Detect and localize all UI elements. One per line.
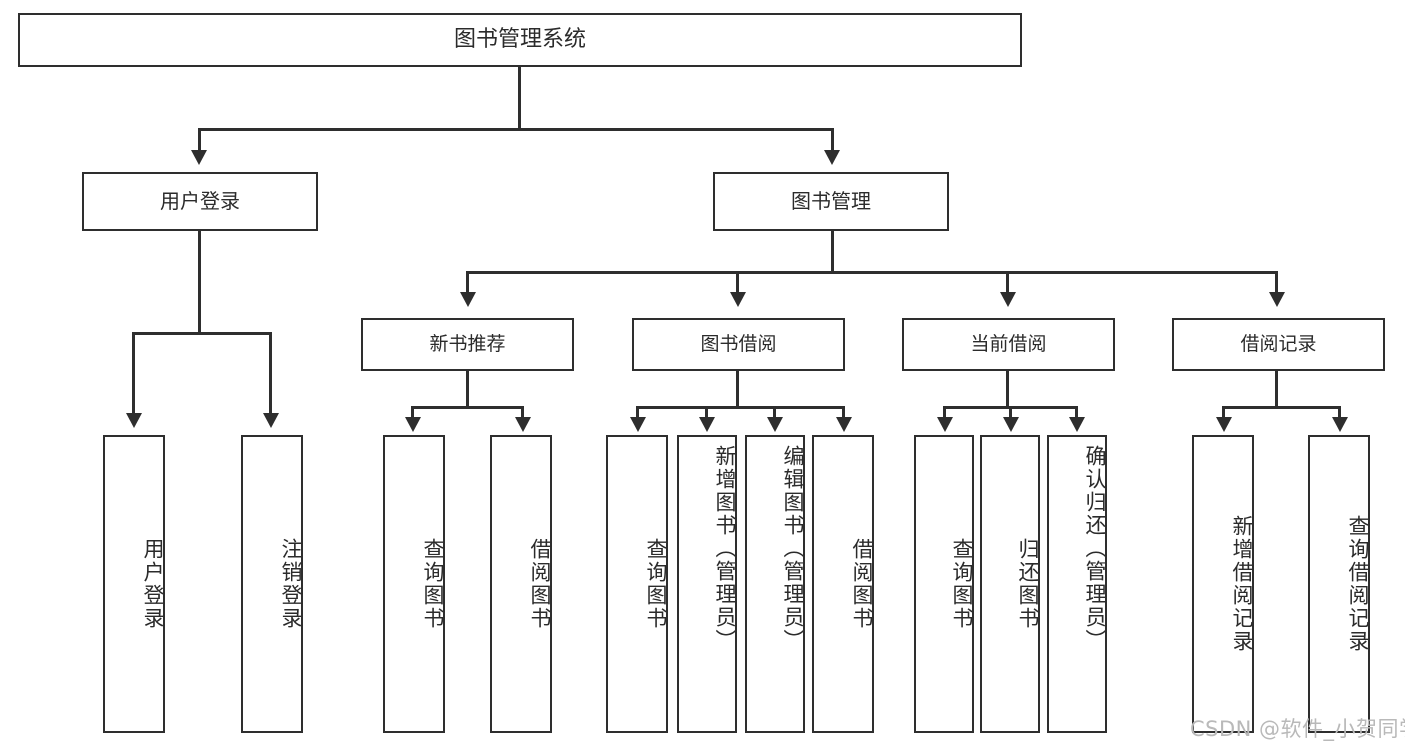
edge-cb-to-leaf-1 — [943, 406, 946, 420]
edge-br-to-leaf-2 — [1338, 406, 1341, 420]
edge-user-login-to-leaf-2 — [269, 332, 272, 416]
leaf-user-login-logout[interactable]: 注销登录 — [241, 435, 303, 733]
leaf-label: 新增图书（管理员） — [713, 445, 737, 652]
node-label: 借阅记录 — [1240, 332, 1317, 355]
arrow-bb-to-leaf-1 — [630, 417, 646, 432]
leaf-label: 注销登录 — [279, 538, 303, 630]
edge-cb-to-leaf-3 — [1075, 406, 1078, 420]
leaf-new-book-borrow-book[interactable]: 借阅图书 — [490, 435, 552, 733]
arrow-cb-to-leaf-1 — [937, 417, 953, 432]
edge-root-to-user-login — [198, 128, 201, 153]
node-current-borrow[interactable]: 当前借阅 — [902, 318, 1115, 371]
node-new-book-recommend[interactable]: 新书推荐 — [361, 318, 574, 371]
arrow-br-to-leaf-2 — [1332, 417, 1348, 432]
leaf-current-borrow-confirm-return-admin[interactable]: 确认归还（管理员） — [1047, 435, 1107, 733]
leaf-borrow-record-query-record[interactable]: 查询借阅记录 — [1308, 435, 1370, 733]
arrow-bm-to-current-borrow — [1000, 292, 1016, 307]
edge-borrow-record-stem — [1275, 371, 1278, 409]
edge-borrow-record-bus — [1222, 406, 1341, 409]
arrow-cb-to-leaf-3 — [1069, 417, 1085, 432]
leaf-user-login-login[interactable]: 用户登录 — [103, 435, 165, 733]
leaf-current-borrow-return-book[interactable]: 归还图书 — [980, 435, 1040, 733]
arrow-bm-to-borrow-record — [1269, 292, 1285, 307]
node-user-login[interactable]: 用户登录 — [82, 172, 318, 231]
edge-root-to-book-management — [831, 128, 834, 153]
leaf-book-borrow-query-book[interactable]: 查询图书 — [606, 435, 668, 733]
arrow-bm-to-new-book — [460, 292, 476, 307]
leaf-current-borrow-query-book[interactable]: 查询图书 — [914, 435, 974, 733]
arrow-bm-to-book-borrow — [730, 292, 746, 307]
arrow-new-book-to-leaf-2 — [515, 417, 531, 432]
arrow-root-to-user-login — [191, 150, 207, 165]
edge-bb-to-leaf-4 — [842, 406, 845, 420]
edge-bb-to-leaf-3 — [773, 406, 776, 420]
arrow-bb-to-leaf-2 — [699, 417, 715, 432]
edge-bm-to-borrow-record — [1275, 271, 1278, 295]
arrow-br-to-leaf-1 — [1216, 417, 1232, 432]
arrow-cb-to-leaf-2 — [1003, 417, 1019, 432]
leaf-borrow-record-add-record[interactable]: 新增借阅记录 — [1192, 435, 1254, 733]
arrow-new-book-to-leaf-1 — [405, 417, 421, 432]
node-label: 图书管理 — [791, 189, 871, 213]
leaf-label: 查询图书 — [950, 538, 974, 630]
leaf-label: 归还图书 — [1016, 538, 1040, 630]
leaf-book-borrow-borrow-book[interactable]: 借阅图书 — [812, 435, 874, 733]
edge-bm-to-book-borrow — [736, 271, 739, 295]
edge-user-login-stem — [198, 231, 201, 335]
arrow-user-login-to-leaf-1 — [126, 413, 142, 428]
node-label: 图书借阅 — [700, 332, 777, 355]
leaf-label: 编辑图书（管理员） — [781, 445, 805, 652]
leaf-label: 查询借阅记录 — [1346, 515, 1370, 653]
edge-br-to-leaf-1 — [1222, 406, 1225, 420]
edge-bm-to-current-borrow — [1006, 271, 1009, 295]
edge-book-management-stem — [831, 231, 834, 274]
arrow-user-login-to-leaf-2 — [263, 413, 279, 428]
edge-book-borrow-bus — [636, 406, 845, 409]
edge-new-book-stem — [466, 371, 469, 409]
edge-new-book-bus — [411, 406, 524, 409]
arrow-bb-to-leaf-3 — [767, 417, 783, 432]
leaf-label: 借阅图书 — [850, 538, 874, 630]
arrow-bb-to-leaf-4 — [836, 417, 852, 432]
edge-user-login-to-leaf-1 — [132, 332, 135, 416]
leaf-book-borrow-add-book-admin[interactable]: 新增图书（管理员） — [677, 435, 737, 733]
leaf-label: 查询图书 — [421, 538, 445, 630]
leaf-label: 新增借阅记录 — [1230, 515, 1254, 653]
leaf-label: 用户登录 — [141, 538, 165, 630]
leaf-label: 借阅图书 — [528, 538, 552, 630]
leaf-book-borrow-edit-book-admin[interactable]: 编辑图书（管理员） — [745, 435, 805, 733]
leaf-new-book-query-book[interactable]: 查询图书 — [383, 435, 445, 733]
edge-root-bus — [198, 128, 834, 131]
node-book-borrow[interactable]: 图书借阅 — [632, 318, 845, 371]
edge-book-management-bus — [466, 271, 1278, 274]
edge-bb-to-leaf-2 — [705, 406, 708, 420]
arrow-root-to-book-management — [824, 150, 840, 165]
edge-root-stem — [518, 67, 521, 130]
node-borrow-record[interactable]: 借阅记录 — [1172, 318, 1385, 371]
edge-bb-to-leaf-1 — [636, 406, 639, 420]
node-root-book-management-system[interactable]: 图书管理系统 — [18, 13, 1022, 67]
node-label: 当前借阅 — [970, 332, 1047, 355]
edge-cb-to-leaf-2 — [1009, 406, 1012, 420]
edge-bm-to-new-book — [466, 271, 469, 295]
edge-book-borrow-stem — [736, 371, 739, 409]
node-label: 新书推荐 — [429, 332, 506, 355]
node-label: 用户登录 — [160, 189, 240, 213]
edge-current-borrow-stem — [1006, 371, 1009, 409]
leaf-label: 确认归还（管理员） — [1083, 445, 1107, 652]
edge-new-book-to-leaf-2 — [521, 406, 524, 420]
node-book-management[interactable]: 图书管理 — [713, 172, 949, 231]
edge-user-login-bus — [132, 332, 271, 335]
edge-new-book-to-leaf-1 — [411, 406, 414, 420]
leaf-label: 查询图书 — [644, 538, 668, 630]
node-label: 图书管理系统 — [453, 27, 586, 53]
